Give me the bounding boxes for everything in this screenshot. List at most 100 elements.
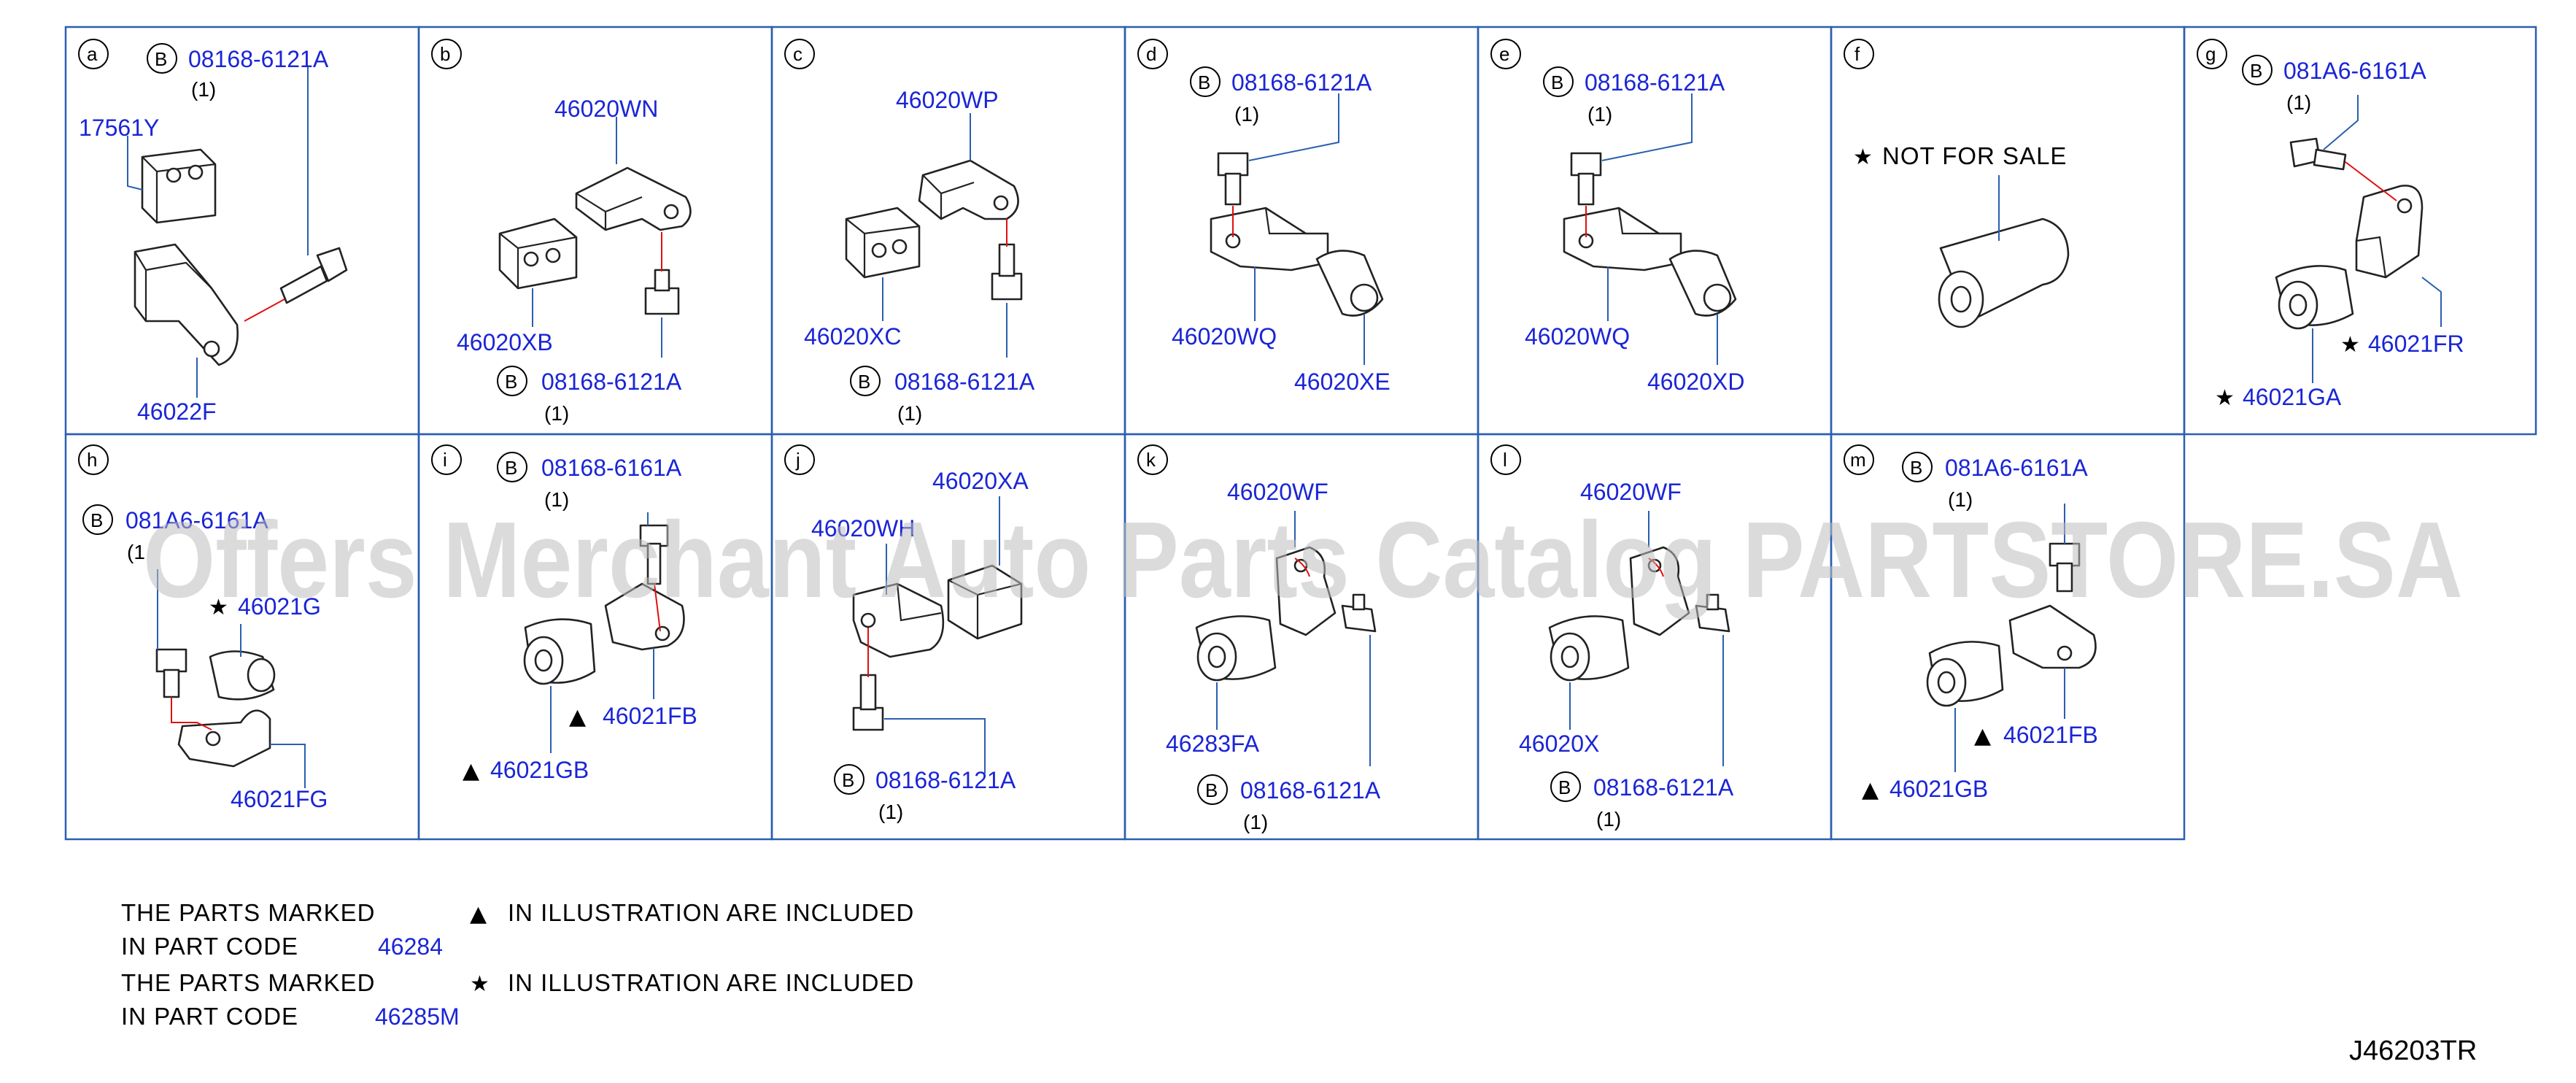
- quantity: (1: [127, 541, 145, 563]
- part-number-bolt[interactable]: 08168-6121A: [541, 369, 682, 395]
- cell-letter: k: [1146, 449, 1156, 471]
- quantity: (1): [2286, 91, 2311, 114]
- quantity: (1): [897, 402, 922, 425]
- bolt-marker: B: [1910, 457, 1922, 479]
- part-number-46020xa[interactable]: 46020XA: [932, 468, 1029, 494]
- part-number-46022f[interactable]: 46022F: [137, 398, 217, 425]
- part-number-46021fr[interactable]: 46021FR: [2368, 331, 2464, 357]
- insulator-icon: [1195, 615, 1277, 682]
- bolt-marker: B: [842, 769, 854, 791]
- cell-letter: j: [795, 449, 800, 471]
- quantity: (1): [191, 78, 216, 101]
- part-number-46021fb[interactable]: 46021FB: [2003, 722, 2098, 748]
- part-number-46283fa[interactable]: 46283FA: [1166, 731, 1260, 757]
- part-number-46020x[interactable]: 46020X: [1519, 731, 1599, 757]
- cell-b: b 46020WN 46020XB B 08168-6121A (1): [431, 39, 692, 425]
- part-number-46021gb[interactable]: 46021GB: [1890, 776, 1988, 802]
- note-line-3b: IN ILLUSTRATION ARE INCLUDED: [508, 969, 914, 996]
- cell-letter: g: [2205, 43, 2216, 65]
- bracket-icon: [2355, 185, 2424, 279]
- bolt-icon: [1341, 593, 1377, 633]
- insulator-icon: [1926, 641, 2004, 707]
- quantity: (1): [1948, 488, 1973, 511]
- insulator-icon: [141, 148, 217, 224]
- bolt-icon: [1695, 593, 1730, 633]
- bracket-icon: [852, 582, 945, 658]
- quantity: (1): [1234, 103, 1259, 126]
- bracket-icon: [1275, 546, 1337, 636]
- quantity: (1): [1243, 811, 1268, 833]
- bolt-icon: [2049, 542, 2081, 593]
- part-number-46020wn[interactable]: 46020WN: [554, 96, 658, 122]
- part-number-bolt[interactable]: 081A6-6161A: [1945, 455, 2088, 481]
- bracket-icon: [2008, 604, 2097, 669]
- part-number-bolt[interactable]: 08168-6121A: [894, 369, 1035, 395]
- cell-e: e B 08168-6121A (1) 46020WQ 46020XD: [1490, 39, 1744, 395]
- cell-i: i B 08168-6161A (1) ▲ 46021FB ▲ 46021GB: [431, 444, 697, 784]
- part-number-bolt[interactable]: 08168-6121A: [1585, 69, 1725, 96]
- bolt-icon: [155, 648, 187, 698]
- part-number-46020wq[interactable]: 46020WQ: [1525, 323, 1630, 350]
- part-number-46021ga[interactable]: 46021GA: [2243, 384, 2342, 410]
- bolt-marker: B: [155, 48, 167, 70]
- bolt-icon: [1217, 152, 1249, 206]
- cell-g: g B 081A6-6161A (1) ★ 46021FR ★ 46021GA: [2197, 39, 2464, 411]
- insulator-icon: [209, 650, 276, 701]
- triangle-icon: ▲: [569, 704, 586, 730]
- not-for-sale-label: NOT FOR SALE: [1882, 142, 2067, 169]
- cell-letter: a: [87, 43, 98, 65]
- part-number-46020xc[interactable]: 46020XC: [804, 323, 901, 350]
- insulator-icon: [498, 217, 578, 290]
- cell-f: f ★ NOT FOR SALE: [1844, 39, 2070, 328]
- part-number-bolt[interactable]: 081A6-6161A: [2283, 58, 2426, 84]
- bracket-icon: [134, 243, 239, 366]
- part-number-46020wf[interactable]: 46020WF: [1227, 479, 1328, 505]
- note-line-2: IN PART CODE: [121, 933, 298, 960]
- bracket-icon: [1210, 207, 1329, 271]
- triangle-icon: ▲: [1862, 777, 1879, 803]
- part-number-46021g[interactable]: 46021G: [238, 593, 321, 620]
- bolt-icon: [639, 524, 669, 585]
- bolt-marker: B: [1551, 72, 1563, 93]
- part-number-bolt[interactable]: 08168-6121A: [875, 767, 1016, 793]
- part-code-46285m[interactable]: 46285M: [375, 1003, 460, 1030]
- part-number-bolt[interactable]: 081A6-6161A: [125, 507, 268, 533]
- part-number-46021gb[interactable]: 46021GB: [490, 757, 589, 783]
- cell-k: k 46020WF 46283FA B 08168-6121A (1): [1137, 444, 1381, 833]
- quantity: (1): [544, 488, 569, 511]
- cell-a: a B 08168-6121A (1) 17561Y 46022F: [78, 39, 348, 425]
- insulator-icon: [523, 618, 596, 685]
- bolt-icon: [852, 674, 884, 731]
- star-icon: ★: [1853, 144, 1873, 170]
- part-number-46021fb[interactable]: 46021FB: [603, 703, 697, 729]
- part-number-46020wf[interactable]: 46020WF: [1580, 479, 1682, 505]
- bolt-icon: [991, 243, 1023, 301]
- bolt-icon: [1570, 152, 1602, 206]
- part-number-bolt[interactable]: 08168-6121A: [1231, 69, 1372, 96]
- quantity: (1): [1596, 808, 1621, 830]
- part-number-46021fg[interactable]: 46021FG: [231, 786, 328, 812]
- part-number-46020xd[interactable]: 46020XD: [1647, 369, 1744, 395]
- part-number-17561y[interactable]: 17561Y: [79, 115, 159, 141]
- part-number-bolt[interactable]: 08168-6121A: [188, 46, 329, 72]
- part-number-bolt[interactable]: 08168-6161A: [541, 455, 682, 481]
- cell-letter: h: [87, 449, 97, 471]
- part-number-46020wh[interactable]: 46020WH: [811, 515, 915, 542]
- bracket-icon: [575, 166, 692, 231]
- diagram-code: J46203TR: [2349, 1036, 2477, 1066]
- part-number-46020xb[interactable]: 46020XB: [457, 329, 553, 355]
- part-number-46020wq[interactable]: 46020WQ: [1172, 323, 1277, 350]
- cell-h: h B 081A6-6161A (1 ★ 46021G 46021FG: [78, 444, 328, 812]
- note-line-4: IN PART CODE: [121, 1003, 298, 1030]
- bolt-marker: B: [1205, 779, 1218, 801]
- cell-l: l 46020WF 46020X B 08168-6121A (1): [1490, 444, 1734, 830]
- part-number-bolt[interactable]: 08168-6121A: [1593, 774, 1734, 801]
- note-line-3a: THE PARTS MARKED: [121, 969, 376, 996]
- part-number-bolt[interactable]: 08168-6121A: [1240, 777, 1381, 803]
- part-number-46020wp[interactable]: 46020WP: [896, 87, 999, 113]
- part-code-46284[interactable]: 46284: [378, 933, 443, 960]
- bolt-marker: B: [1558, 776, 1571, 798]
- part-number-46020xe[interactable]: 46020XE: [1294, 369, 1391, 395]
- cell-m: m B 081A6-6161A (1) ▲ 46021FB ▲ 46021GB: [1844, 444, 2098, 803]
- insulator-icon: [1315, 250, 1384, 317]
